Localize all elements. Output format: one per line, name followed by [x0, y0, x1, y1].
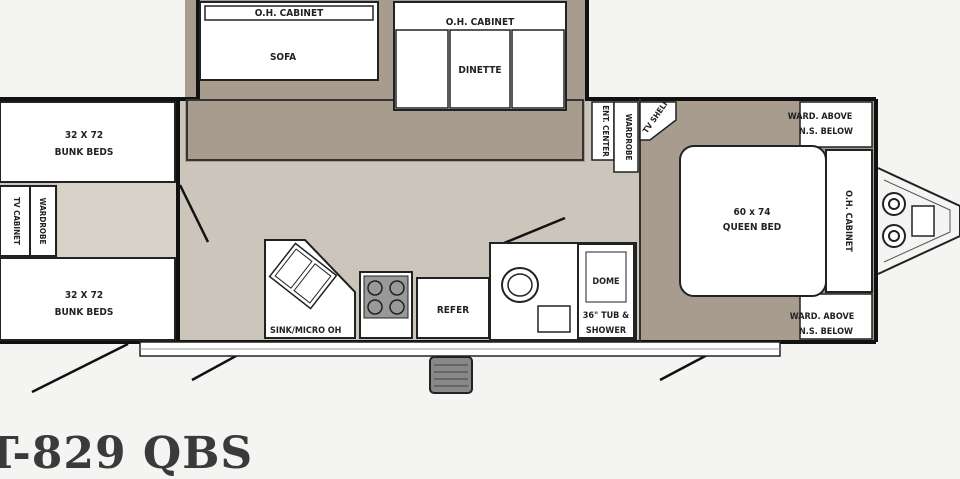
bunk-top-size-label: 32 X 72: [65, 130, 103, 141]
wardrobe-center: [613, 101, 639, 173]
dinette-seat-left: [395, 29, 449, 109]
toilet: [501, 267, 539, 303]
trailer-tongue-inner: [883, 179, 951, 263]
wardrobe-left-label: WARDROBE: [38, 198, 47, 245]
entry-steps: [429, 356, 473, 394]
propane-tanks: [882, 192, 906, 248]
stove-top: [363, 275, 409, 319]
bunk-bed-top: [0, 101, 176, 183]
queen-bed-size-label: 60 x 74: [733, 207, 770, 218]
toilet-seat: [507, 273, 533, 297]
wardrobe-bottom: [799, 293, 873, 340]
queen-bed-label: QUEEN BED: [723, 222, 781, 233]
tv-cabinet-label: TV CABINET: [12, 197, 21, 245]
ent-center-label: ENT. CENTER: [601, 105, 610, 157]
tv-shelf: [639, 101, 677, 141]
trailer-tongue: [877, 167, 960, 275]
ward-top-label: WARD. ABOVE: [788, 112, 853, 122]
wardrobe-center-label: WARDROBE: [624, 114, 633, 161]
tub-inner: [585, 251, 627, 303]
dome-label: DOME: [592, 277, 619, 287]
dinette-seat-right: [511, 29, 565, 109]
sofa-back: [204, 5, 374, 21]
sofa-label: SOFA: [270, 52, 296, 63]
sink: [268, 242, 338, 310]
sink-micro-label: SINK/MICRO OH: [270, 326, 342, 336]
tub-size-label: 36" TUB &: [583, 311, 629, 321]
refer-label: REFER: [437, 305, 469, 316]
oh-cabinet-mid-label: O.H. CABINET: [446, 17, 515, 28]
ward-top-sub-label: N.S. BELOW: [799, 127, 853, 137]
oh-cabinet-left-label: O.H. CABINET: [255, 8, 324, 19]
model-name: T-829 QBS: [0, 428, 254, 479]
bunk-hall-floor: [58, 182, 178, 257]
dinette-label: DINETTE: [458, 65, 501, 76]
battery-box: [911, 205, 935, 237]
slideout-floor-edge: [186, 99, 584, 161]
stove-burners: [367, 280, 405, 315]
bunk-bed-bottom: [0, 257, 176, 341]
sink-basin-b: [293, 263, 332, 304]
entry-steps-treads: [434, 364, 468, 387]
oh-cabinet-right-label: O.H. CABINET: [843, 190, 853, 252]
bunk-top-label: BUNK BEDS: [55, 147, 114, 158]
refrigerator: [416, 277, 490, 339]
dinette-table: [449, 29, 511, 109]
tv-cabinet-left: [0, 185, 31, 257]
wardrobe-top: [799, 101, 873, 148]
queen-bed: [679, 145, 827, 297]
ward-bottom-sub-label: N.S. BELOW: [799, 327, 853, 337]
ward-bottom-label: WARD. ABOVE: [790, 312, 855, 322]
bunk-bottom-size-label: 32 X 72: [65, 290, 103, 301]
wardrobe-left: [29, 185, 57, 257]
sink-basin-a: [274, 248, 313, 289]
bunk-bottom-label: BUNK BEDS: [55, 307, 114, 318]
tub-label: SHOWER: [586, 326, 627, 336]
oh-cabinet-right: [825, 149, 873, 293]
bathroom-sink: [537, 305, 571, 333]
